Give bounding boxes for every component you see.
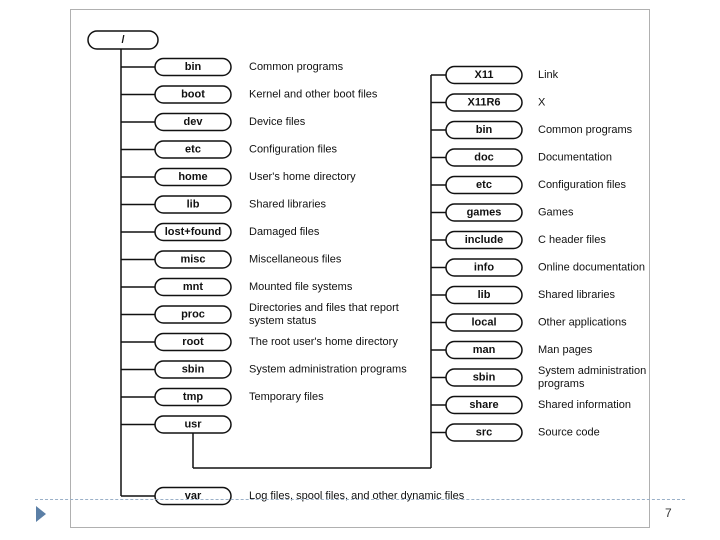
directory-description: The root user's home directory (249, 336, 398, 348)
usr-directory-node-label: info (474, 262, 494, 274)
usr-directory-node-label: lib (478, 289, 491, 301)
usr-directory-node (445, 93, 523, 112)
directory-description: User's home directory (249, 171, 356, 183)
usr-directory-node-label: bin (476, 124, 493, 136)
directory-node (154, 277, 232, 297)
usr-directory-description: Shared information (538, 399, 631, 411)
directory-node-label: lost+found (165, 226, 222, 238)
usr-directory-node-label: include (465, 234, 504, 246)
usr-directory-description: Man pages (538, 344, 593, 356)
usr-directory-node (445, 120, 523, 140)
usr-directory-description: Configuration files (538, 179, 627, 191)
usr-directory-description: System administration (538, 365, 646, 377)
directory-node (154, 360, 232, 379)
usr-directory-description: Source code (538, 427, 600, 439)
usr-directory-node-label: X11R6 (467, 97, 500, 109)
directory-node (154, 305, 232, 324)
usr-directory-description: Common programs (538, 124, 633, 136)
usr-directory-node (445, 175, 523, 195)
usr-directory-description: X (538, 97, 546, 109)
directory-description: Common programs (249, 61, 344, 73)
root-node (87, 30, 159, 50)
directory-node-label: var (185, 490, 202, 502)
directory-node-label: etc (185, 144, 201, 156)
root-node-label: / (121, 34, 124, 46)
directory-description: System administration programs (249, 364, 407, 376)
directory-node (154, 167, 232, 187)
usr-directory-description: Documentation (538, 152, 612, 164)
directory-node-label: boot (181, 89, 205, 101)
directory-node-label: dev (184, 116, 204, 128)
directory-description: Mounted file systems (249, 281, 353, 293)
usr-directory-node-label: src (476, 427, 493, 439)
usr-directory-node (445, 148, 523, 167)
directory-node-label: proc (181, 309, 205, 321)
directory-node-label: misc (180, 254, 205, 266)
usr-directory-node-label: doc (474, 152, 494, 164)
directory-description: Shared libraries (249, 199, 327, 211)
directory-node (154, 387, 232, 407)
usr-directory-node (445, 423, 523, 442)
usr-directory-node-label: X11 (475, 69, 494, 81)
directory-node (154, 85, 232, 104)
usr-directory-description: Online documentation (538, 262, 645, 274)
directory-description: Configuration files (249, 144, 338, 156)
usr-directory-node (445, 65, 523, 85)
directory-description: Miscellaneous files (249, 254, 342, 266)
usr-directory-description: Shared libraries (538, 289, 616, 301)
usr-directory-node (445, 395, 523, 415)
slide-bullet-icon (36, 506, 46, 522)
usr-directory-node (445, 313, 523, 332)
directory-description: Log files, spool files, and other dynami… (249, 490, 465, 502)
usr-directory-description: C header files (538, 234, 606, 246)
usr-directory-description: Games (538, 207, 574, 219)
directory-node-label: tmp (183, 391, 203, 403)
directory-description: Damaged files (249, 226, 320, 238)
usr-directory-description: Link (538, 69, 559, 81)
directory-node (154, 486, 232, 506)
directory-node-label: mnt (183, 281, 204, 293)
page-number: 7 (665, 506, 672, 520)
directory-node (154, 250, 232, 269)
directory-node-label: home (178, 171, 207, 183)
slide-divider (35, 499, 685, 500)
directory-description: system status (249, 315, 317, 327)
directory-node (154, 57, 232, 77)
usr-directory-node-label: man (473, 344, 496, 356)
usr-directory-node (445, 203, 523, 222)
usr-directory-node (445, 285, 523, 305)
directory-node-label: lib (187, 199, 200, 211)
directory-node-label: usr (184, 419, 202, 431)
usr-directory-node-label: games (467, 207, 502, 219)
directory-node (154, 195, 232, 214)
directory-node (154, 332, 232, 352)
directory-node (154, 112, 232, 132)
usr-directory-node-label: etc (476, 179, 492, 191)
directory-node (154, 222, 232, 242)
usr-directory-node-label: local (471, 317, 496, 329)
usr-directory-node (445, 368, 523, 387)
usr-directory-node (445, 340, 523, 360)
usr-directory-description: Other applications (538, 317, 627, 329)
directory-node-label: root (182, 336, 204, 348)
usr-directory-node-label: share (469, 399, 498, 411)
directory-node-label: bin (185, 61, 202, 73)
usr-directory-node (445, 258, 523, 277)
directory-node (154, 140, 232, 159)
directory-description: Directories and files that report (249, 302, 399, 314)
directory-node-label: sbin (182, 364, 205, 376)
directory-description: Temporary files (249, 391, 324, 403)
usr-directory-node-label: sbin (473, 372, 496, 384)
usr-directory-node (445, 230, 523, 250)
directory-description: Kernel and other boot files (249, 89, 378, 101)
directory-description: Device files (249, 116, 306, 128)
usr-directory-description: programs (538, 378, 585, 390)
